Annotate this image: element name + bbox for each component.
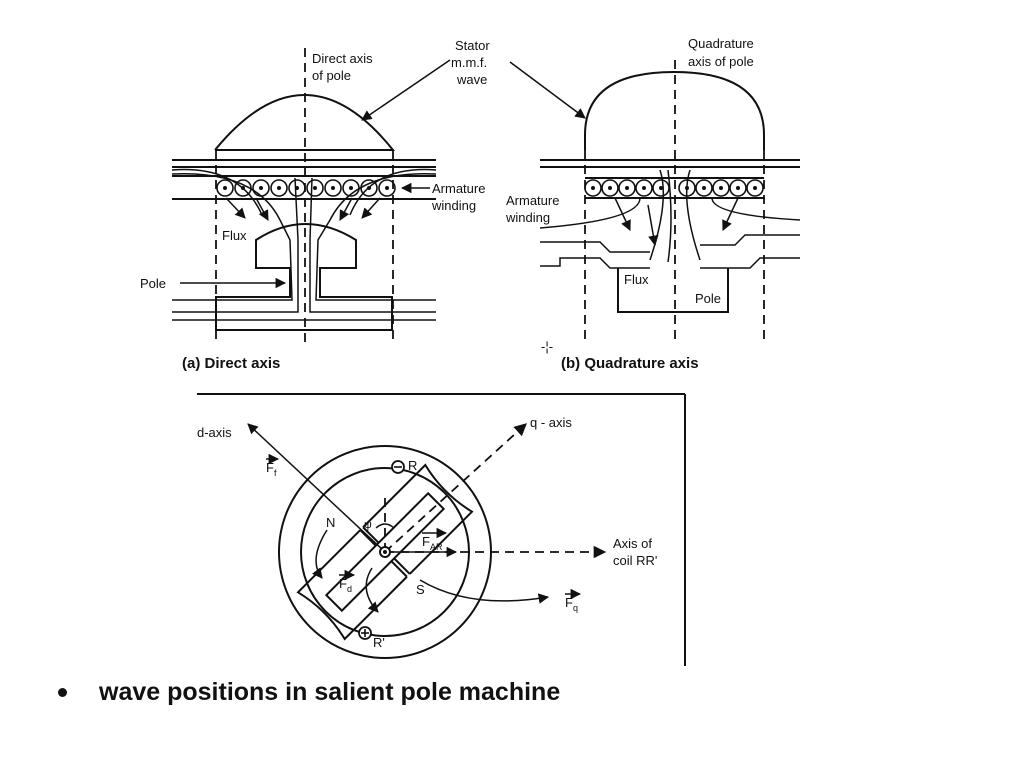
- fq-label: F: [565, 595, 573, 610]
- fd-sub-label: d: [347, 584, 352, 594]
- fd-label: F: [339, 576, 347, 591]
- rotor-axis-diagram: d-axis q - axis F f R R' N S ψ F AR F d …: [197, 393, 686, 666]
- caption-a: (a) Direct axis: [182, 355, 280, 372]
- flux-lines-b: [539, 169, 801, 269]
- bullet-dot: [58, 688, 67, 697]
- stator-mmf-wave-a: [214, 94, 396, 151]
- bullet-item: wave positions in salient pole machine: [58, 678, 560, 707]
- far-label: F: [422, 534, 430, 549]
- d-axis-label: d-axis: [197, 425, 232, 440]
- armature-winding-label-a-2: winding: [431, 198, 476, 213]
- direct-axis-label-2: of pole: [312, 68, 351, 83]
- armature-winding-label-b: Armature: [506, 193, 559, 208]
- rotor-bar: [296, 463, 474, 641]
- axis-of-coil-label: Axis of: [613, 536, 652, 551]
- pole-label-a: Pole: [140, 276, 166, 291]
- psi-label: ψ: [364, 519, 372, 531]
- r-label: R: [408, 458, 417, 473]
- stator-mmf-wave-b: [584, 70, 765, 150]
- armature-conductors-b: [584, 179, 764, 197]
- south-pole-label: S: [416, 582, 425, 597]
- flux-label-b: Flux: [624, 272, 649, 287]
- flux-lines-a: [171, 168, 437, 321]
- direct-axis-label: Direct axis: [312, 51, 373, 66]
- flux-label-a: Flux: [222, 228, 247, 243]
- pole-outline-b: [617, 268, 729, 313]
- axis-of-coil-label-2: coil RR': [613, 553, 657, 568]
- north-pole-label: N: [326, 515, 335, 530]
- quadrature-axis-diagram: Quadrature axis of pole Armature winding…: [505, 36, 801, 372]
- fq-sub-label: q: [573, 603, 578, 613]
- q-axis-label: q - axis: [530, 415, 572, 430]
- ff-label: F: [266, 460, 274, 475]
- armature-winding-label-b-2: winding: [505, 210, 550, 225]
- stator-mmf-label-3: wave: [456, 72, 487, 87]
- armature-winding-label-a: Armature: [432, 181, 485, 196]
- ff-sub-label: f: [274, 468, 277, 478]
- far-sub-label: AR: [430, 542, 443, 552]
- pole-label-b: Pole: [695, 291, 721, 306]
- r-prime-label: R': [373, 635, 385, 650]
- quadrature-axis-label-2: axis of pole: [688, 54, 754, 69]
- stator-mmf-label: Stator: [455, 38, 490, 53]
- direct-axis-diagram: Direct axis of pole Stator m.m.f. wave A…: [140, 38, 586, 372]
- quadrature-axis-label: Quadrature: [688, 36, 754, 51]
- bullet-text: wave positions in salient pole machine: [99, 678, 561, 706]
- stator-mmf-label-2: m.m.f.: [451, 55, 487, 70]
- cursor-mark: -¦-: [541, 339, 553, 354]
- caption-b: (b) Quadrature axis: [561, 355, 699, 372]
- salient-pole-diagram: Direct axis of pole Stator m.m.f. wave A…: [140, 36, 801, 666]
